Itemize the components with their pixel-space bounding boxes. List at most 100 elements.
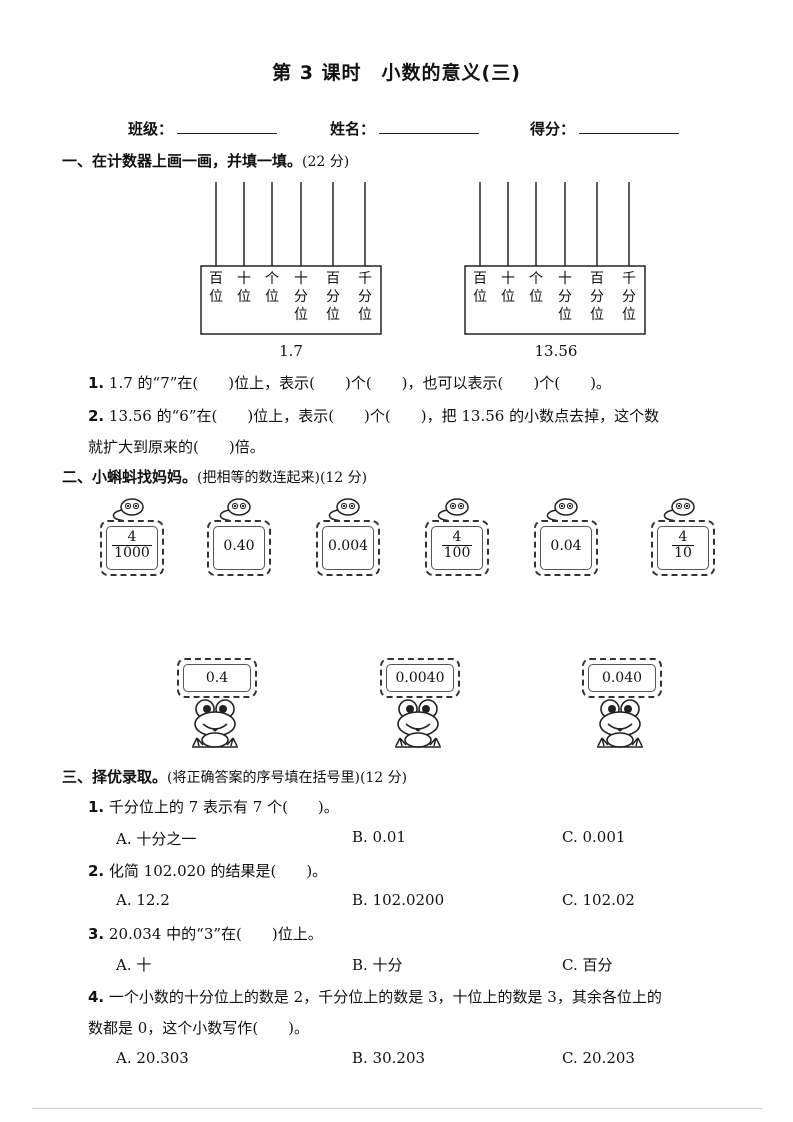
option-a[interactable]: A. 20.303 [116,1049,189,1067]
frog-cloud-inner [183,664,251,692]
score-blank[interactable] [579,119,680,134]
frog-cloud: 0.4 [177,658,257,698]
tadpole-cloud-inner [431,526,483,570]
section1-heading: 一、在计数器上画一画，并填一填。(22 分) [62,150,349,171]
section2-note: (把相等的数连起来)(12 分) [197,470,368,486]
abacus-2-label-hundredths: 百分位 [590,271,604,323]
tadpole-value: 0.004 [327,538,369,554]
name-label: 姓名： [330,120,376,138]
footer-divider [32,1108,762,1109]
section3-question-3: 3. 20.034 中的“3”在( )位上。 [88,923,323,944]
option-b[interactable]: B. 102.0200 [352,891,445,909]
abacus-2-number: 13.56 [534,342,578,360]
frog-icon [395,699,441,748]
section3-question-2: 2. 化简 102.020 的结果是( )。 [88,860,327,881]
frog-icon [597,699,643,748]
tadpole-card[interactable]: 0.40 [207,498,271,578]
section1-question-2: 2. 13.56 的“6”在( )位上，表示( )个( )，把 13.56 的小… [88,405,659,426]
option-c[interactable]: C. 102.02 [562,891,635,909]
frog-card[interactable]: 0.0040 [380,658,460,754]
abacus-2-label-tenths: 十分位 [558,271,572,323]
option-a[interactable]: A. 12.2 [116,891,170,909]
tadpole-cloud-inner [540,526,592,570]
option-a[interactable]: A. 十 [116,956,152,974]
option-a[interactable]: A. 十分之一 [116,830,197,848]
frog-cloud-inner [588,664,656,692]
section1-points: (22 分) [302,154,350,170]
frog [594,698,646,754]
fraction-denominator: 100 [443,544,471,561]
fraction-denominator: 10 [674,544,692,561]
tadpole-cloud: 0.04 [534,520,598,576]
page-title: 第 3 课时 小数的意义(三) [272,62,521,84]
tadpole-cloud-inner [213,526,265,570]
frog-card[interactable]: 0.040 [582,658,662,754]
abacus-1-labels: 百位 十位 个位 十分位 百分位 千分位 [201,270,381,336]
tadpole-cloud: 0.40 [207,520,271,576]
class-label: 班级： [128,120,174,138]
question-number: 2. [88,407,105,425]
question-number: 1. [88,374,105,392]
tadpole-cloud-inner [657,526,709,570]
abacus-1-label-hundredths: 百分位 [326,271,340,323]
abacus-2-labels: 百位 十位 个位 十分位 百分位 千分位 [465,270,645,336]
question-text: 1.7 的“7”在( )位上，表示( )个( )，也可以表示( )个( )。 [104,374,611,392]
question-text: 13.56 的“6”在( )位上，表示( )个( )，把 13.56 的小数点去… [104,407,660,425]
tadpole-head [322,498,362,528]
section2-heading-text: 二、小蝌蚪找妈妈。 [62,468,198,486]
class-blank[interactable] [177,119,278,134]
score-field: 得分： [530,118,680,139]
tadpole-value: 0.40 [223,538,255,554]
tadpole-head-icon [112,498,144,525]
tadpole-cloud-inner [106,526,158,570]
question-number: 3. [88,925,105,943]
question-text: 20.034 中的“3”在( )位上。 [104,925,323,943]
frog [189,698,241,754]
option-c[interactable]: C. 百分 [562,956,613,974]
option-b[interactable]: B. 30.203 [352,1049,426,1067]
abacus-1-label-thousandths: 千分位 [358,271,372,323]
abacus-1[interactable] [200,182,390,338]
question-number: 4. [88,988,105,1006]
option-b[interactable]: B. 十分 [352,956,403,974]
section3-question-4: 4. 一个小数的十分位上的数是 2，千分位上的数是 3，十位上的数是 3，其余各… [88,986,662,1007]
fraction-denominator: 1000 [114,544,150,561]
tadpole-head-icon [219,498,251,525]
tadpole-head [213,498,253,528]
frog-cloud: 0.0040 [380,658,460,698]
frog [392,698,444,754]
option-c[interactable]: C. 20.203 [562,1049,635,1067]
frog-cloud-inner [386,664,454,692]
class-field: 班级： [128,118,278,139]
abacus-2-label-hundreds: 百位 [473,271,487,305]
fraction-numerator: 4 [672,530,694,546]
option-c[interactable]: C. 0.001 [562,828,626,846]
frog-value: 0.040 [601,670,643,686]
frog-cloud: 0.040 [582,658,662,698]
question-text: 一个小数的十分位上的数是 2，千分位上的数是 3，十位上的数是 3，其余各位上的 [104,988,662,1006]
section3-note: (将正确答案的序号填在括号里)(12 分) [167,770,408,786]
fraction-numerator: 4 [112,530,152,546]
tadpole-card[interactable]: 0.04 [534,498,598,578]
abacus-1-label-ones: 个位 [265,271,279,305]
tadpole-card[interactable]: 0.004 [316,498,380,578]
tadpole-value: 0.04 [550,538,582,554]
tadpole-cloud-inner [322,526,374,570]
frog-card[interactable]: 0.4 [177,658,257,754]
abacus-2[interactable] [464,182,654,338]
name-blank[interactable] [379,119,480,134]
frog-value: 0.0040 [395,670,445,686]
section1-question-2-cont: 就扩大到原来的( )倍。 [88,438,265,456]
tadpole-head [106,498,146,528]
tadpole-cloud: 0.004 [316,520,380,576]
abacus-2-label-thousandths: 千分位 [622,271,636,323]
option-b[interactable]: B. 0.01 [352,828,406,846]
